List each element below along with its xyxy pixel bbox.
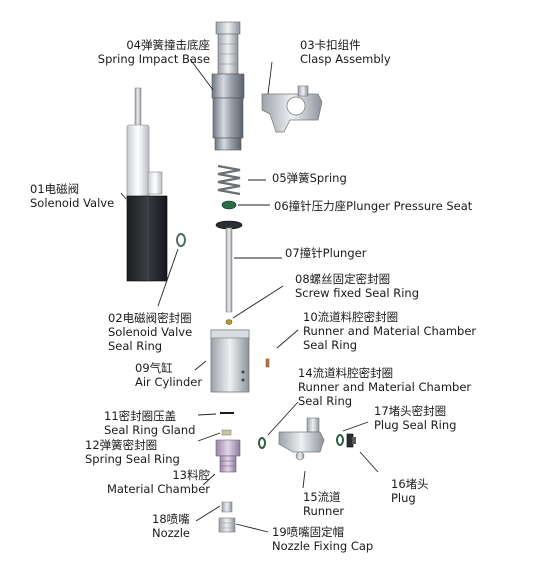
spring-part (217, 164, 241, 196)
plug-seal-ring-part (336, 434, 344, 446)
label-10-en2: Seal Ring (303, 338, 358, 352)
label-09-en: Air Cylinder (135, 375, 203, 389)
label-09-air-cylinder: 09气缸 Air Cylinder (135, 361, 225, 389)
plunger-pressure-seat-part (221, 200, 237, 210)
nozzle-part (221, 501, 233, 513)
label-06-plunger-pressure-seat: 06撞针压力座Plunger Pressure Seat (274, 199, 494, 213)
seal-ring-gland-part (220, 412, 234, 414)
label-11-seal-ring-gland: 11密封圈压盖 Seal Ring Gland (104, 409, 214, 437)
label-18-nozzle: 18喷嘴 Nozzle (152, 512, 212, 540)
runner-part (278, 417, 325, 461)
label-01-solenoid-valve: 01电磁阀 Solenoid Valve (30, 182, 130, 210)
label-05-spring: 05弹簧Spring (272, 171, 392, 185)
label-09-zh: 09气缸 (135, 361, 173, 375)
label-14-en2: Seal Ring (298, 394, 353, 408)
label-12-spring-seal-ring: 12弹簧密封圈 Spring Seal Ring (85, 438, 205, 466)
label-02-en: Solenoid Valve (108, 325, 193, 339)
label-10-en: Runner and Material Chamber (303, 324, 477, 338)
nozzle-fixing-cap-part (218, 517, 236, 533)
label-07-zh: 07撞针Plunger (285, 246, 367, 260)
label-02-zh: 02电磁阀密封圈 (108, 311, 192, 325)
label-08-zh: 08螺丝固定密封圈 (295, 272, 391, 286)
clasp-assembly-part (261, 85, 323, 133)
label-14-runner-seal-ring: 14流道料腔密封圈 Runner and Material Chamber Se… (298, 366, 498, 408)
label-14-en: Runner and Material Chamber (298, 380, 472, 394)
label-16-plug: 16堵头 Plug (391, 477, 451, 505)
label-10-runner-seal-ring: 10流道料腔密封圈 Runner and Material Chamber Se… (303, 310, 503, 352)
label-19-nozzle-fixing-cap: 19喷嘴固定帽 Nozzle Fixing Cap (272, 525, 412, 553)
leader-lines (120, 58, 379, 533)
label-08-screw-seal-ring: 08螺丝固定密封圈 Screw fixed Seal Ring (295, 272, 445, 300)
label-02-solenoid-seal-ring: 02电磁阀密封圈 Solenoid Valve Seal Ring (108, 311, 228, 353)
label-14-zh: 14流道料腔密封圈 (298, 366, 394, 380)
material-chamber-part (215, 439, 241, 473)
label-06-zh: 06撞针压力座Plunger Pressure Seat (274, 199, 473, 213)
label-17-zh: 17堵头密封圈 (374, 404, 447, 418)
label-15-runner: 15流道 Runner (303, 490, 383, 518)
label-05-zh: 05弹簧Spring (272, 171, 347, 185)
label-13-en: Material Chamber (106, 482, 210, 496)
label-13-zh: 13料腔 (172, 468, 210, 482)
label-04-spring-impact-base: 04弹簧撞击底座 Spring Impact Base (80, 38, 210, 66)
label-18-zh: 18喷嘴 (152, 512, 190, 526)
label-10-zh: 10流道料腔密封圈 (303, 310, 399, 324)
label-19-zh: 19喷嘴固定帽 (272, 525, 345, 539)
label-04-zh: 04弹簧撞击底座 (126, 38, 210, 52)
solenoid-valve-part (126, 87, 168, 282)
label-16-en: Plug (391, 491, 416, 505)
label-07-plunger: 07撞针Plunger (285, 246, 395, 260)
plug-part (346, 433, 356, 448)
label-01-zh: 01电磁阀 (30, 182, 80, 196)
spring-impact-base-part (211, 21, 245, 151)
label-03-zh: 03卡扣组件 (300, 38, 361, 52)
label-15-zh: 15流道 (303, 490, 341, 504)
label-11-zh: 11密封圈压盖 (104, 409, 177, 423)
label-01-en: Solenoid Valve (30, 196, 115, 210)
label-16-zh: 16堵头 (391, 477, 429, 491)
label-03-clasp-assembly: 03卡扣组件 Clasp Assembly (300, 38, 410, 66)
air-cylinder-part (210, 329, 250, 393)
screw-seal-ring-part (225, 319, 233, 325)
plunger-part (215, 220, 243, 313)
label-12-zh: 12弹簧密封圈 (85, 438, 158, 452)
label-17-plug-seal-ring: 17堵头密封圈 Plug Seal Ring (374, 404, 514, 432)
label-08-en: Screw fixed Seal Ring (295, 286, 420, 300)
solenoid-seal-ring-part (176, 233, 186, 247)
label-12-en: Spring Seal Ring (85, 452, 180, 466)
label-17-en: Plug Seal Ring (374, 418, 457, 432)
label-18-en: Nozzle (152, 526, 190, 540)
spring-seal-ring-part (221, 429, 232, 436)
label-11-en: Seal Ring Gland (104, 423, 196, 437)
label-04-en: Spring Impact Base (97, 52, 210, 66)
runner-seal-ring-14-part (258, 437, 266, 449)
label-13-material-chamber: 13料腔 Material Chamber (100, 468, 210, 496)
label-03-en: Clasp Assembly (300, 52, 391, 66)
label-19-en: Nozzle Fixing Cap (272, 539, 374, 553)
runner-seal-ring-10-part (265, 358, 270, 368)
label-15-en: Runner (303, 504, 345, 518)
label-02-en2: Seal Ring (108, 339, 163, 353)
